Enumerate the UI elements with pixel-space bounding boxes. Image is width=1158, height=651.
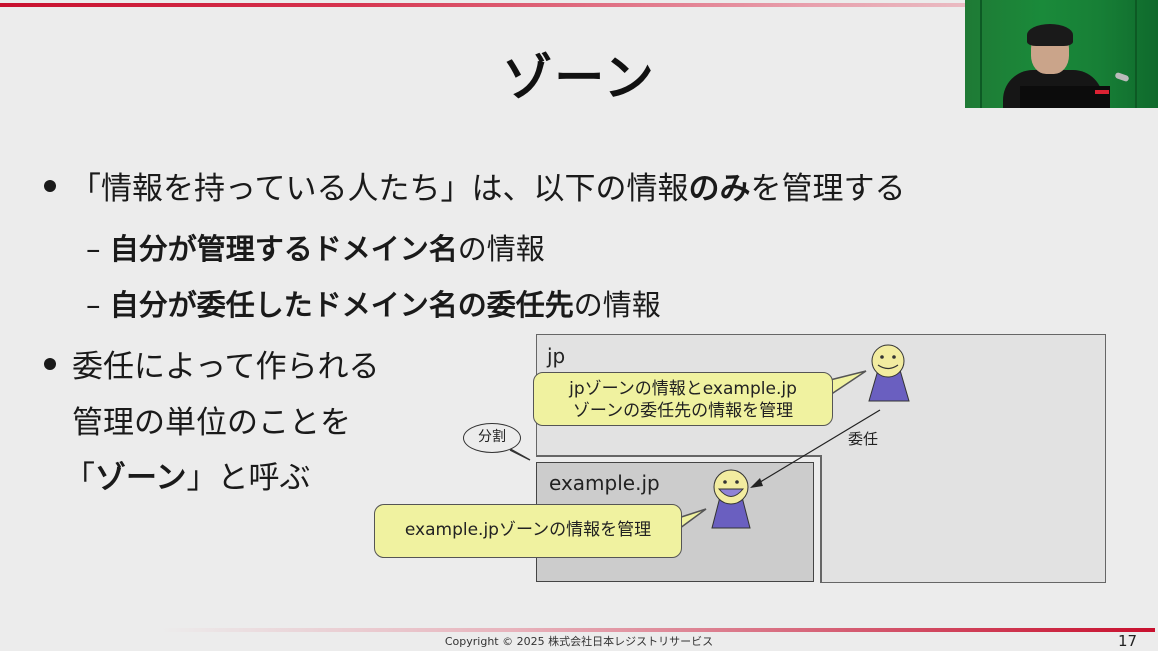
zone-example-label: example.jp bbox=[549, 471, 660, 495]
bullet-1-text: 「情報を持っている人たち」は、以下の情報 bbox=[70, 171, 689, 207]
bullet-2-line-2-text: 管理の単位のことを bbox=[72, 405, 351, 441]
bullet-dot bbox=[44, 180, 56, 192]
jp-speech-bubble: jpゾーンの情報とexample.jp ゾーンの委任先の情報を管理 bbox=[533, 372, 833, 426]
backdrop-stripe bbox=[980, 0, 982, 108]
sub-bullet-1-text: の情報 bbox=[457, 232, 545, 266]
zone-jp-label: jp bbox=[547, 344, 566, 368]
jp-bubble-line-2: ゾーンの委任先の情報を管理 bbox=[572, 401, 794, 421]
split-bubble: 分割 bbox=[463, 423, 521, 453]
backdrop-stripe bbox=[1135, 0, 1137, 108]
top-accent-rule bbox=[0, 3, 1158, 7]
bullet-2-line-2: 管理の単位のことを bbox=[72, 397, 351, 442]
sub-bullet-2-text: の情報 bbox=[573, 288, 661, 322]
bottom-accent-rule bbox=[160, 628, 1155, 632]
bullet-1: 「情報を持っている人たち」は、以下の情報のみを管理する bbox=[70, 163, 905, 208]
page-number: 17 bbox=[1118, 632, 1138, 650]
laptop bbox=[1020, 86, 1110, 108]
example-speech-bubble: example.jpゾーンの情報を管理 bbox=[374, 504, 682, 558]
person-laughing-icon bbox=[711, 469, 751, 529]
delegation-label: 委任 bbox=[848, 430, 879, 448]
bullet-1-emphasis: のみ bbox=[688, 171, 751, 207]
delegation-arrow-icon bbox=[751, 409, 881, 488]
sub-bullet-1: – 自分が管理するドメイン名の情報 bbox=[86, 226, 545, 268]
slide-title: ゾーン bbox=[502, 49, 656, 107]
sub-bullet-1-emphasis: 自分が管理するドメイン名 bbox=[109, 232, 458, 266]
sub-dash: – bbox=[86, 288, 101, 322]
bullet-2-line-3-text: 」と呼ぶ bbox=[186, 460, 311, 496]
presenter-webcam bbox=[965, 0, 1158, 108]
jp-bubble-tail bbox=[829, 370, 867, 397]
presenter-hair bbox=[1027, 24, 1073, 46]
bullet-dot bbox=[44, 358, 56, 370]
laptop-logo bbox=[1095, 90, 1109, 94]
jp-bubble-line-1: jpゾーンの情報とexample.jp bbox=[569, 379, 797, 399]
footer-copyright: Copyright © 2025 株式会社日本レジストリサービス bbox=[444, 635, 714, 648]
bullet-1-text-end: を管理する bbox=[750, 171, 906, 207]
zone-jp-border bbox=[536, 455, 821, 457]
sub-dash: – bbox=[86, 232, 101, 266]
sub-bullet-2: – 自分が委任したドメイン名の委任先の情報 bbox=[86, 282, 661, 324]
bracket-open: 「 bbox=[64, 460, 95, 496]
sub-bullet-2-emphasis: 自分が委任したドメイン名の委任先 bbox=[109, 288, 574, 322]
bullet-2-line-1-text: 委任によって作られる bbox=[72, 349, 380, 385]
split-bubble-tail bbox=[504, 445, 531, 461]
zone-term: ゾーン bbox=[95, 460, 187, 496]
zone-jp-box-lower bbox=[820, 455, 1106, 583]
bullet-2-line-3: 「ゾーン」と呼ぶ bbox=[64, 452, 310, 497]
bullet-2-line-1: 委任によって作られる bbox=[72, 341, 380, 386]
arrow-head bbox=[750, 478, 763, 488]
person-smiling-icon bbox=[868, 344, 910, 402]
zone-jp-border bbox=[820, 455, 822, 583]
